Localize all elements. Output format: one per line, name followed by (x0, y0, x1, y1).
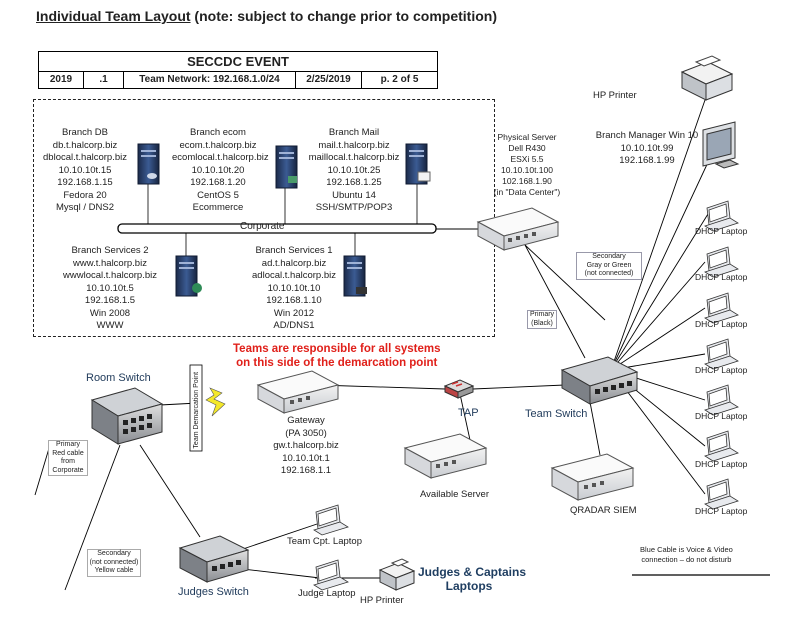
demarcation-box (189, 364, 203, 452)
hp-printer-top-icon (680, 55, 734, 101)
desktop-monitor-icon (702, 121, 740, 169)
event-page: p. 2 of 5 (380, 74, 419, 85)
tap-label: TAP (458, 407, 479, 419)
event-table: SECCDC EVENT 2019 .1 Team Network: 192.1… (38, 51, 438, 89)
event-team-network: Team Network: 192.168.1.0/24 (124, 71, 296, 88)
tap-icon (443, 379, 475, 399)
hp-printer-top-label: HP Printer (593, 90, 637, 101)
available-server-icon (403, 433, 488, 479)
team-switch-icon (560, 356, 639, 405)
available-server-label: Available Server (420, 489, 490, 500)
qradar-siem-label: QRADAR SIEM (570, 505, 637, 516)
team-switch-cables (34, 99, 711, 591)
judges-switch-label: Judges Switch (178, 586, 249, 598)
hp-printer-bottom-label: HP Printer (360, 595, 404, 606)
judges-switch-icon (178, 535, 250, 583)
dhcp-laptop-label: DHCP Laptop (695, 459, 748, 469)
dhcp-laptop-label: DHCP Laptop (695, 272, 748, 282)
branch-ecom-server-icon (275, 145, 298, 189)
dhcp-laptop-label: DHCP Laptop (695, 506, 748, 516)
qradar-siem-icon (550, 453, 635, 501)
judge-laptop-label: Judge Laptop (298, 588, 356, 599)
dhcp-laptop-label: DHCP Laptop (695, 226, 748, 236)
corporate-label: Corporate (240, 221, 285, 232)
physical-server-icon (476, 207, 560, 251)
branch-db-server-icon (137, 143, 160, 185)
event-version: .1 (84, 71, 124, 88)
dhcp-laptop-label: DHCP Laptop (695, 365, 748, 375)
team-captain-laptop-label: Team Cpt. Laptop (287, 536, 362, 547)
team-switch-label: Team Switch (525, 408, 588, 420)
event-year: 2019 (39, 71, 84, 88)
lightning-bolt-icon (205, 387, 226, 417)
gateway-firewall-icon (256, 370, 340, 414)
dhcp-laptop-icons (313, 200, 739, 591)
room-switch-label: Room Switch (86, 372, 151, 384)
dhcp-laptop-label: DHCP Laptop (695, 411, 748, 421)
primary-black-cable-label: Primary(Black) (527, 310, 557, 329)
dhcp-laptop-label: DHCP Laptop (695, 319, 748, 329)
room-switch-icon (90, 387, 164, 445)
secondary-yellow-cable-label: Secondary(not connected)Yellow cable (87, 549, 141, 577)
branch-services-2-server-icon (175, 255, 202, 297)
event-title: SECCDC EVENT (39, 52, 437, 72)
page-heading: Individual Team Layout (note: subject to… (36, 8, 497, 24)
branch-mail-server-icon (405, 143, 431, 185)
event-date: 2/25/2019 (296, 71, 362, 88)
team-demarcation-point-label: Team Demarcation Point (192, 371, 200, 449)
branch-services-1-server-icon (343, 255, 367, 297)
hp-printer-bottom-icon (378, 558, 416, 591)
